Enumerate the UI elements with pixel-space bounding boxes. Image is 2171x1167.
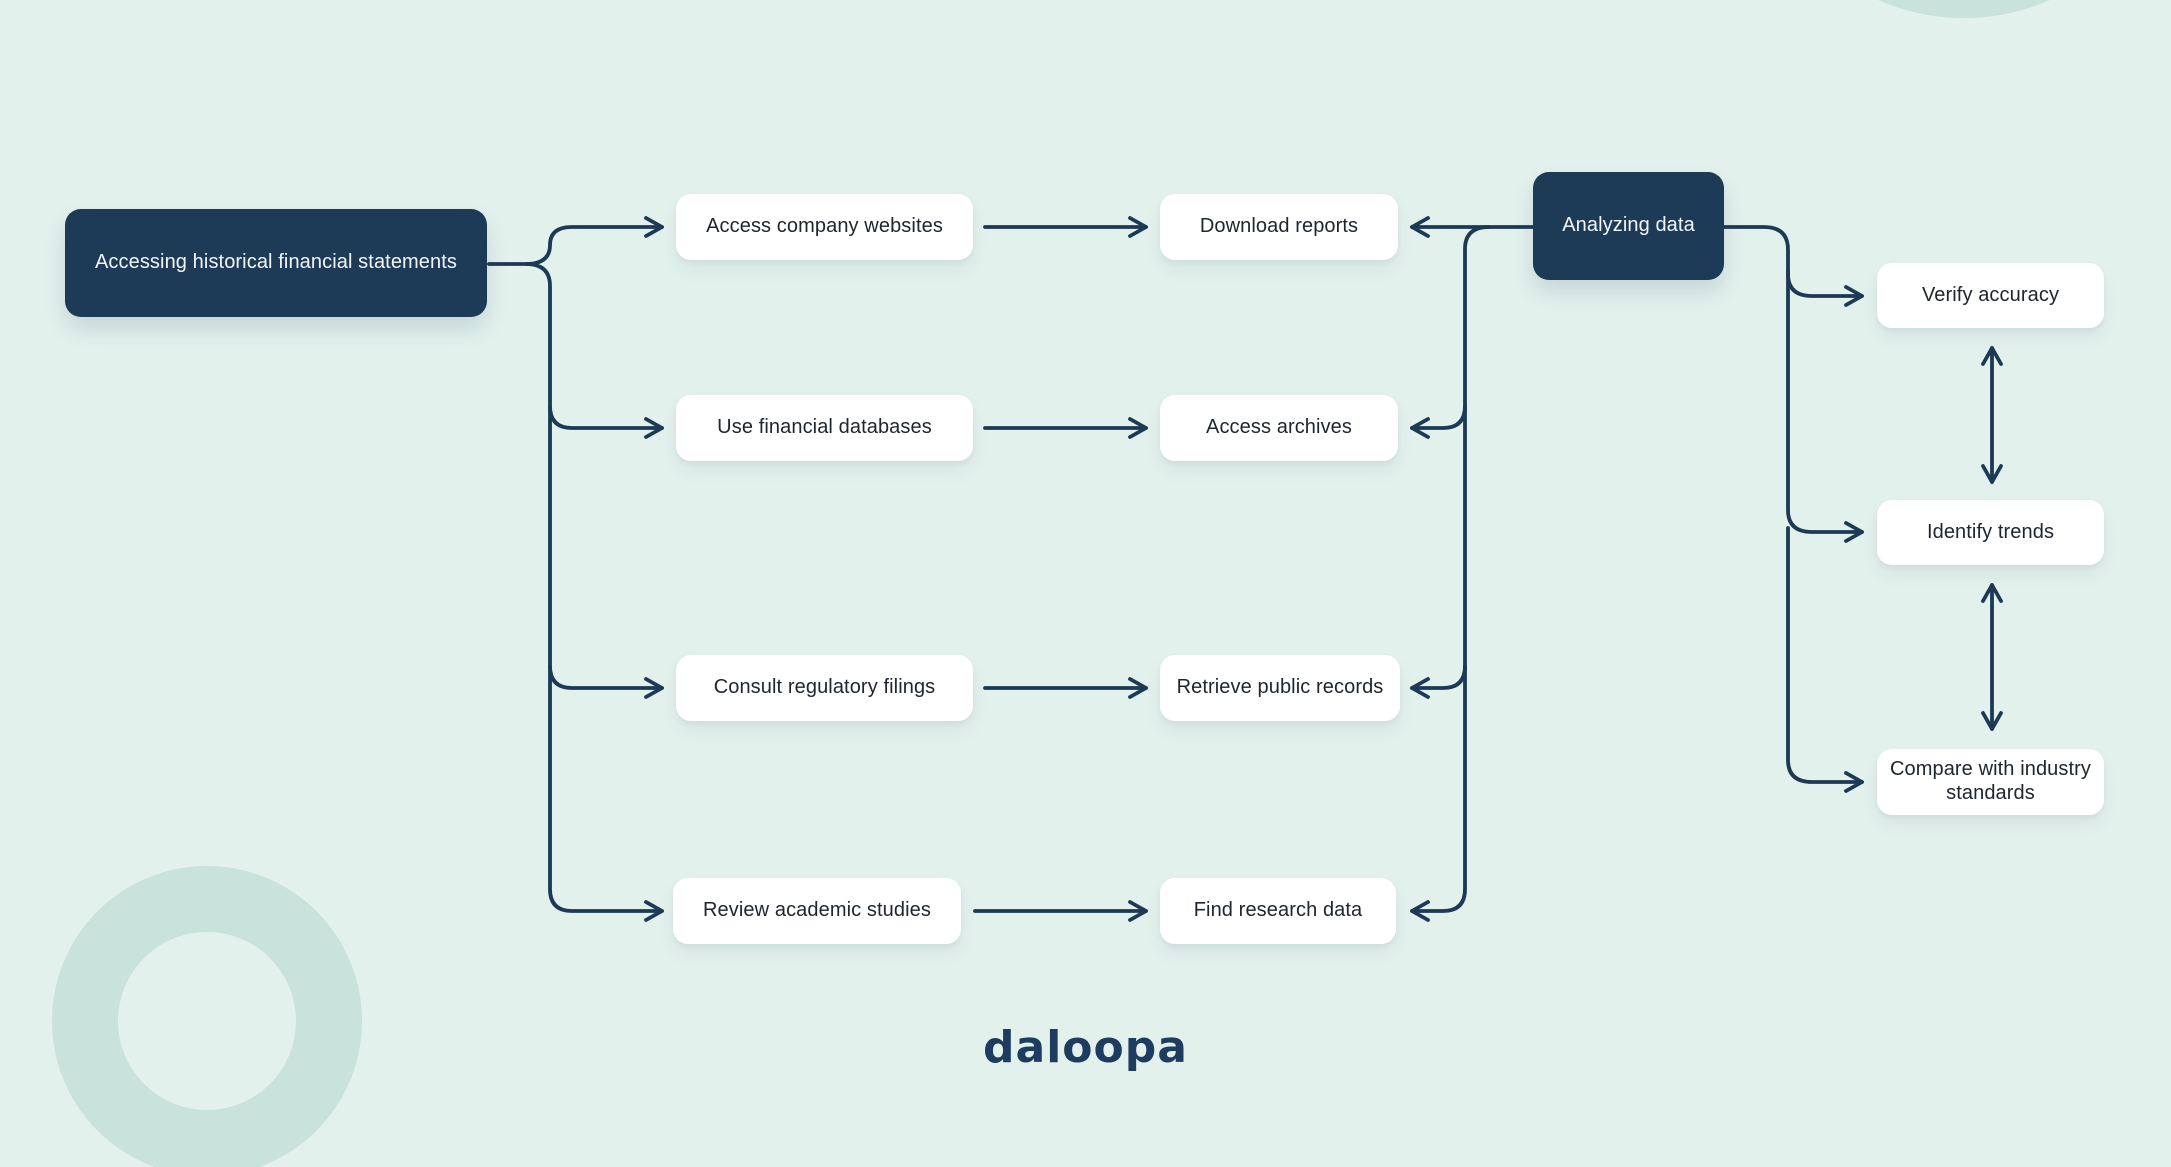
method-node-label: Consult regulatory filings [713,676,936,699]
method-node-use-financial-databases: Use financial databases [676,395,973,461]
connector-source-to-method-3 [548,664,664,699]
method-node-access-company-websites: Access company websites [676,194,973,260]
brand-logo: daloopa [983,1022,1188,1073]
method-node-consult-regulatory-filings: Consult regulatory filings [676,655,973,721]
source-node: Accessing historical financial statement… [65,209,487,317]
connector-source-trunk-to-method-4 [524,262,664,922]
method-node-label: Access company websites [706,215,943,238]
action-node-label: Find research data [1193,899,1363,922]
source-node-label: Accessing historical financial statement… [94,251,458,274]
hub-node-analyzing-data: Analyzing data [1533,172,1724,280]
connector-hub-trunk-to-action-4 [1410,225,1491,922]
action-node-label: Retrieve public records [1176,676,1384,699]
analysis-node-compare-with-industry-standards: Compare with industry standards [1877,749,2104,815]
connector-hub-to-analysis-3 [1786,526,1864,793]
hub-node-label: Analyzing data [1562,214,1695,237]
method-node-label: Review academic studies [703,899,931,922]
connector-group [487,216,2003,922]
analysis-node-identify-trends: Identify trends [1877,500,2104,565]
method-node-label: Use financial databases [717,416,932,439]
connector-source-to-method-1 [487,216,664,266]
action-node-find-research-data: Find research data [1160,878,1396,944]
action-node-retrieve-public-records: Retrieve public records [1160,655,1400,721]
connector-hub-to-action-3 [1410,664,1467,699]
action-node-access-archives: Access archives [1160,395,1398,461]
action-node-download-reports: Download reports [1160,194,1398,260]
analysis-node-label: Compare with industry standards [1889,758,2092,804]
method-node-review-academic-studies: Review academic studies [673,878,961,944]
connector-source-to-method-2 [548,404,664,439]
action-node-label: Download reports [1199,215,1359,238]
connector-hub-to-analysis-1 [1722,225,1864,307]
connector-hub-to-analysis-2 [1786,268,1864,543]
analysis-node-label: Verify accuracy [1921,283,2060,306]
analysis-node-label: Identify trends [1926,520,2055,543]
action-node-label: Access archives [1206,416,1352,439]
analysis-node-verify-accuracy: Verify accuracy [1877,263,2104,328]
connector-hub-to-action-2 [1410,404,1467,439]
